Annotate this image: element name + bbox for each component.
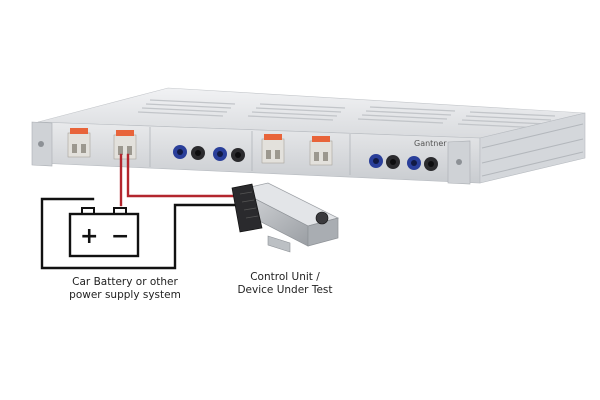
jack-pair [407,156,438,171]
dut-caption: Control Unit / Device Under Test [210,271,360,297]
dut-caption-line2: Device Under Test [237,284,333,296]
red-wire-b [126,153,242,198]
rack-side-panel [479,112,586,184]
terminal-block [261,134,285,164]
ecu-mount-tab [267,235,291,253]
black-wire-loop [40,197,240,270]
terminal-block [309,136,333,166]
module-dividers [149,127,351,175]
ecu-icon [231,182,339,253]
rack-device: Gantner [31,87,586,185]
right-ear-screw [456,159,462,165]
jack-pair [173,145,205,160]
terminal-block [113,130,137,160]
battery-minus-sign: − [111,224,129,249]
battery-caption: Car Battery or other power supply system [50,276,200,302]
black-wires [40,197,240,270]
left-ear-screw [38,141,44,147]
vent-slots [137,99,556,129]
red-wires [119,153,242,207]
jack-pair [213,147,245,162]
ecu-connector [231,183,263,233]
ecu-housing-side [307,217,339,247]
terminal-block [67,128,91,158]
battery-plus-sign: + [80,224,98,249]
brand-label: Gantner [414,139,447,148]
jack-pair [369,154,400,169]
battery-caption-line1: Car Battery or other [72,276,178,288]
side-grooves [481,123,584,177]
dut-caption-line1: Control Unit / [250,271,320,283]
ecu-sensor-knob [315,211,329,225]
battery-caption-line2: power supply system [69,289,181,301]
battery-icon: + − [68,207,140,258]
ecu-connector-pins [239,191,259,219]
